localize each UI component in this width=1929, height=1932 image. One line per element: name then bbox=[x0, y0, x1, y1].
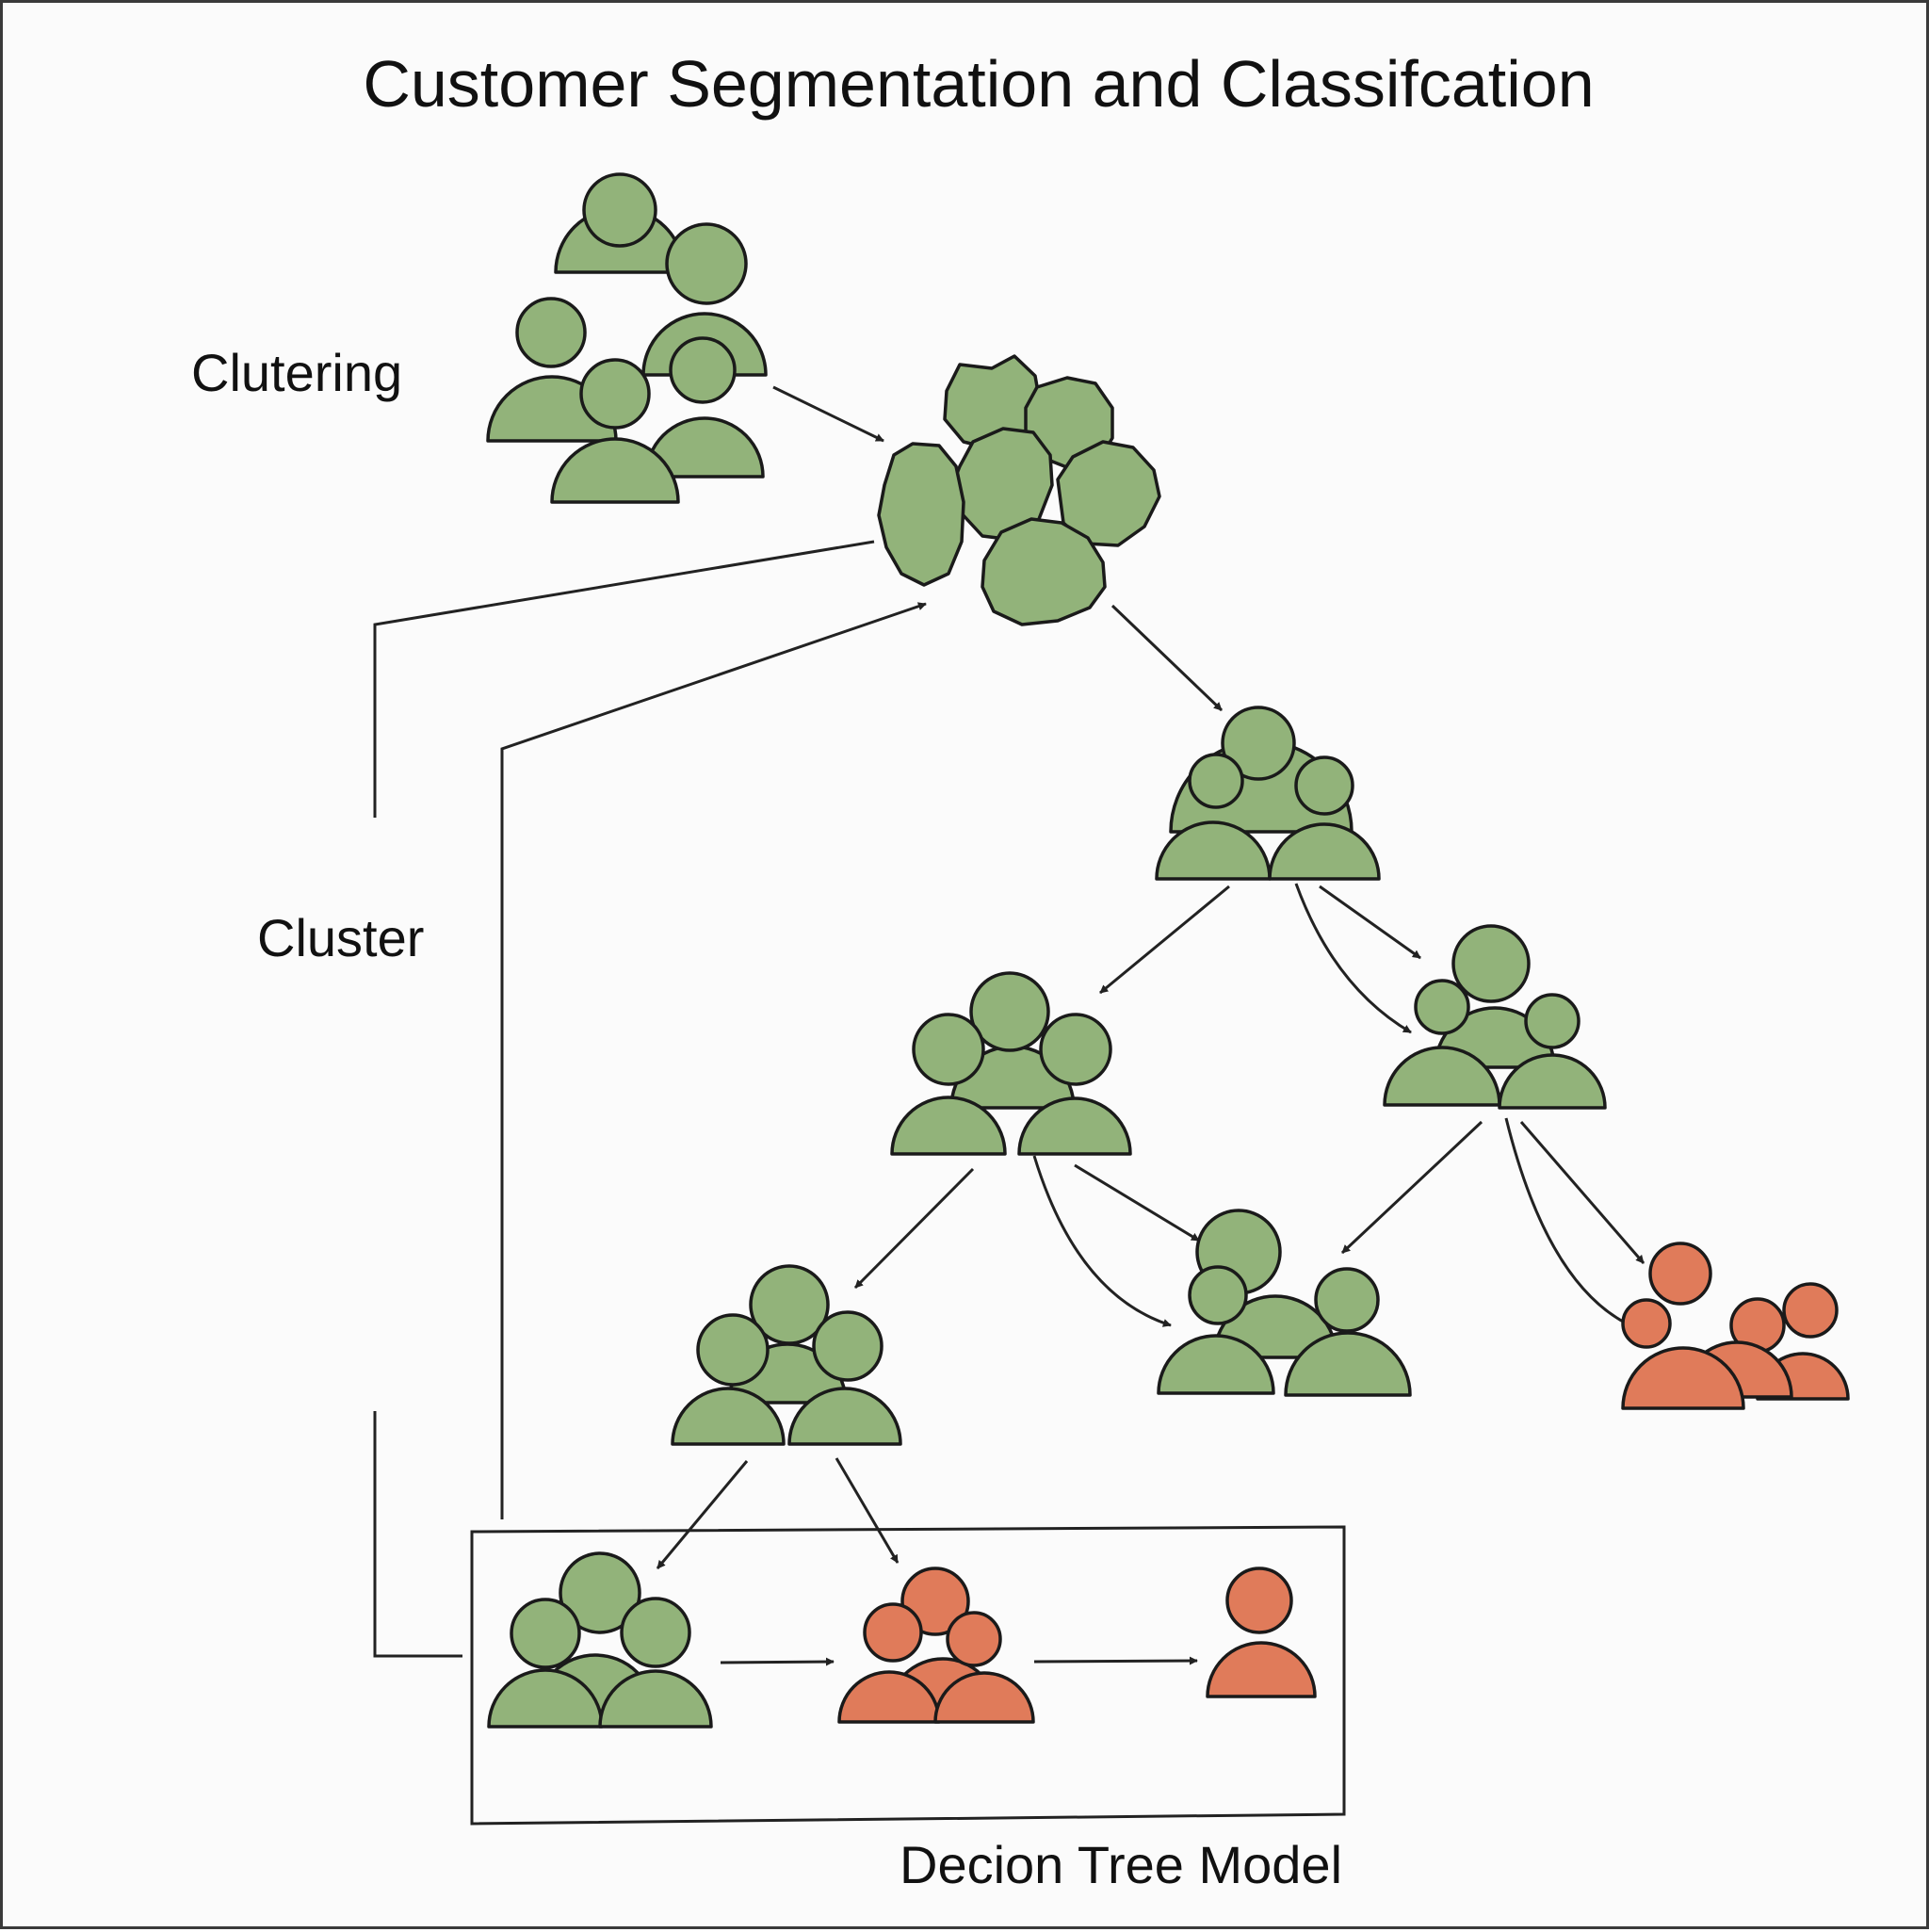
arrow-root-to-left bbox=[1099, 885, 1230, 995]
arrow-root-to-right-curve bbox=[1294, 883, 1412, 1034]
model-group-shape bbox=[837, 1670, 941, 1724]
arrow-left-to-leaf-middle-curve bbox=[1032, 1155, 1172, 1327]
arrow-clusters-to-root bbox=[1110, 604, 1224, 712]
leaf-middle-shape bbox=[1157, 1334, 1275, 1395]
tree-root-shape bbox=[1221, 706, 1296, 781]
model-output-shape bbox=[1225, 1567, 1293, 1634]
branch-left-icon bbox=[890, 971, 1132, 1156]
branch-left-shape bbox=[890, 1096, 1007, 1156]
branch-left-shape bbox=[912, 1013, 985, 1086]
model-input-shape bbox=[620, 1597, 691, 1668]
customer-group-shape bbox=[579, 358, 651, 430]
arrow-model-group-to-output bbox=[1033, 1656, 1198, 1665]
model-output-shape bbox=[1206, 1641, 1317, 1698]
branch-right-shape bbox=[1451, 924, 1531, 1003]
model-bracket-line bbox=[373, 1411, 462, 1658]
tree-root-shape bbox=[1155, 820, 1272, 881]
arrow-root-to-right bbox=[1319, 885, 1421, 960]
leaf-right-shape bbox=[1782, 1282, 1839, 1339]
model-input-shape bbox=[598, 1669, 713, 1729]
branch-right-shape bbox=[1498, 1053, 1607, 1110]
model-label: Decion Tree Model bbox=[900, 1835, 1342, 1894]
tree-root-shape bbox=[1294, 755, 1354, 816]
branch-left-shape bbox=[1017, 1096, 1132, 1156]
arrow-model-to-clusters bbox=[500, 602, 927, 1519]
arrow-model-input-to-group bbox=[720, 1657, 835, 1666]
model-output-icon bbox=[1206, 1567, 1317, 1698]
leaf-left-shape bbox=[787, 1387, 902, 1446]
connector-lines bbox=[373, 385, 1645, 1826]
diagram-title: Customer Segmentation and Classifcation bbox=[363, 47, 1594, 121]
leaf-middle-shape bbox=[1284, 1331, 1412, 1397]
cluster-blob-icon bbox=[877, 354, 1161, 626]
tree-root-icon bbox=[1155, 706, 1381, 881]
model-input-shape bbox=[559, 1551, 641, 1634]
branch-left-shape bbox=[1039, 1013, 1112, 1086]
cluster-blob-shape bbox=[981, 517, 1107, 626]
model-input-shape bbox=[510, 1598, 581, 1669]
customer-group-shape bbox=[669, 336, 737, 404]
model-group-shape bbox=[863, 1602, 923, 1663]
leaf-middle-icon bbox=[1157, 1209, 1412, 1397]
leaf-middle-shape bbox=[1314, 1267, 1380, 1333]
leaf-middle-shape bbox=[1188, 1265, 1248, 1325]
cluster-bracket-line bbox=[373, 540, 875, 818]
arrow-left-to-leaf-left bbox=[853, 1167, 975, 1290]
clustering-label: Clutering bbox=[191, 343, 402, 402]
leaf-right-shape bbox=[1648, 1242, 1712, 1306]
arrow-leaf-to-model-input bbox=[656, 1460, 749, 1569]
model-input-shape bbox=[487, 1668, 604, 1729]
arrow-group-to-clusters bbox=[772, 385, 884, 443]
leaf-left-shape bbox=[696, 1313, 770, 1387]
branch-left-shape bbox=[969, 971, 1050, 1052]
arrow-right-to-leaf-right bbox=[1519, 1121, 1645, 1264]
arrow-left-to-leaf-middle bbox=[1074, 1163, 1200, 1242]
leaf-left-shape bbox=[671, 1387, 786, 1446]
arrow-leaf-to-model-group bbox=[835, 1457, 900, 1564]
customer-group-icon bbox=[486, 172, 768, 504]
leaf-right-shape bbox=[1621, 1298, 1672, 1349]
decision-tree-model-box bbox=[470, 1525, 1346, 1826]
leaf-left-shape bbox=[812, 1310, 883, 1382]
branch-right-icon bbox=[1383, 924, 1607, 1110]
cluster-blob-shape bbox=[877, 442, 965, 587]
diagram-svg: Customer Segmentation and Classifcation … bbox=[191, 47, 1850, 1894]
model-group-shape bbox=[946, 1611, 1002, 1667]
customer-group-shape bbox=[515, 297, 587, 368]
leaf-right-shape bbox=[1621, 1346, 1745, 1410]
leaf-left-shape bbox=[749, 1264, 830, 1345]
tree-root-shape bbox=[1188, 753, 1244, 809]
customer-group-shape bbox=[550, 437, 680, 504]
leaf-left-icon bbox=[671, 1264, 902, 1446]
model-input-icon bbox=[487, 1551, 713, 1729]
branch-right-shape bbox=[1383, 1046, 1501, 1107]
customer-group-shape bbox=[582, 172, 657, 248]
model-group-icon bbox=[837, 1567, 1035, 1724]
arrow-right-to-leaf-middle bbox=[1340, 1120, 1483, 1255]
leaf-right-icon bbox=[1621, 1242, 1850, 1410]
customer-group-shape bbox=[665, 222, 748, 305]
tree-root-shape bbox=[1268, 822, 1381, 881]
model-group-shape bbox=[933, 1671, 1035, 1724]
cluster-label: Cluster bbox=[257, 908, 424, 967]
branch-right-shape bbox=[1414, 979, 1470, 1035]
arrow-right-to-leaf-right-curve bbox=[1504, 1117, 1645, 1333]
branch-right-shape bbox=[1524, 993, 1580, 1049]
